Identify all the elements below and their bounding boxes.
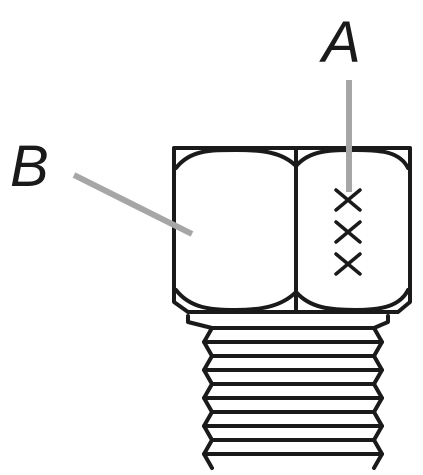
callout-b-leader	[72, 172, 194, 237]
thread-lines	[202, 326, 384, 456]
callout-a-label: A	[319, 10, 361, 75]
hex-head	[172, 146, 412, 314]
threaded-shank	[186, 314, 390, 470]
hex-marking	[334, 188, 362, 276]
callout-b-label: B	[10, 134, 49, 199]
